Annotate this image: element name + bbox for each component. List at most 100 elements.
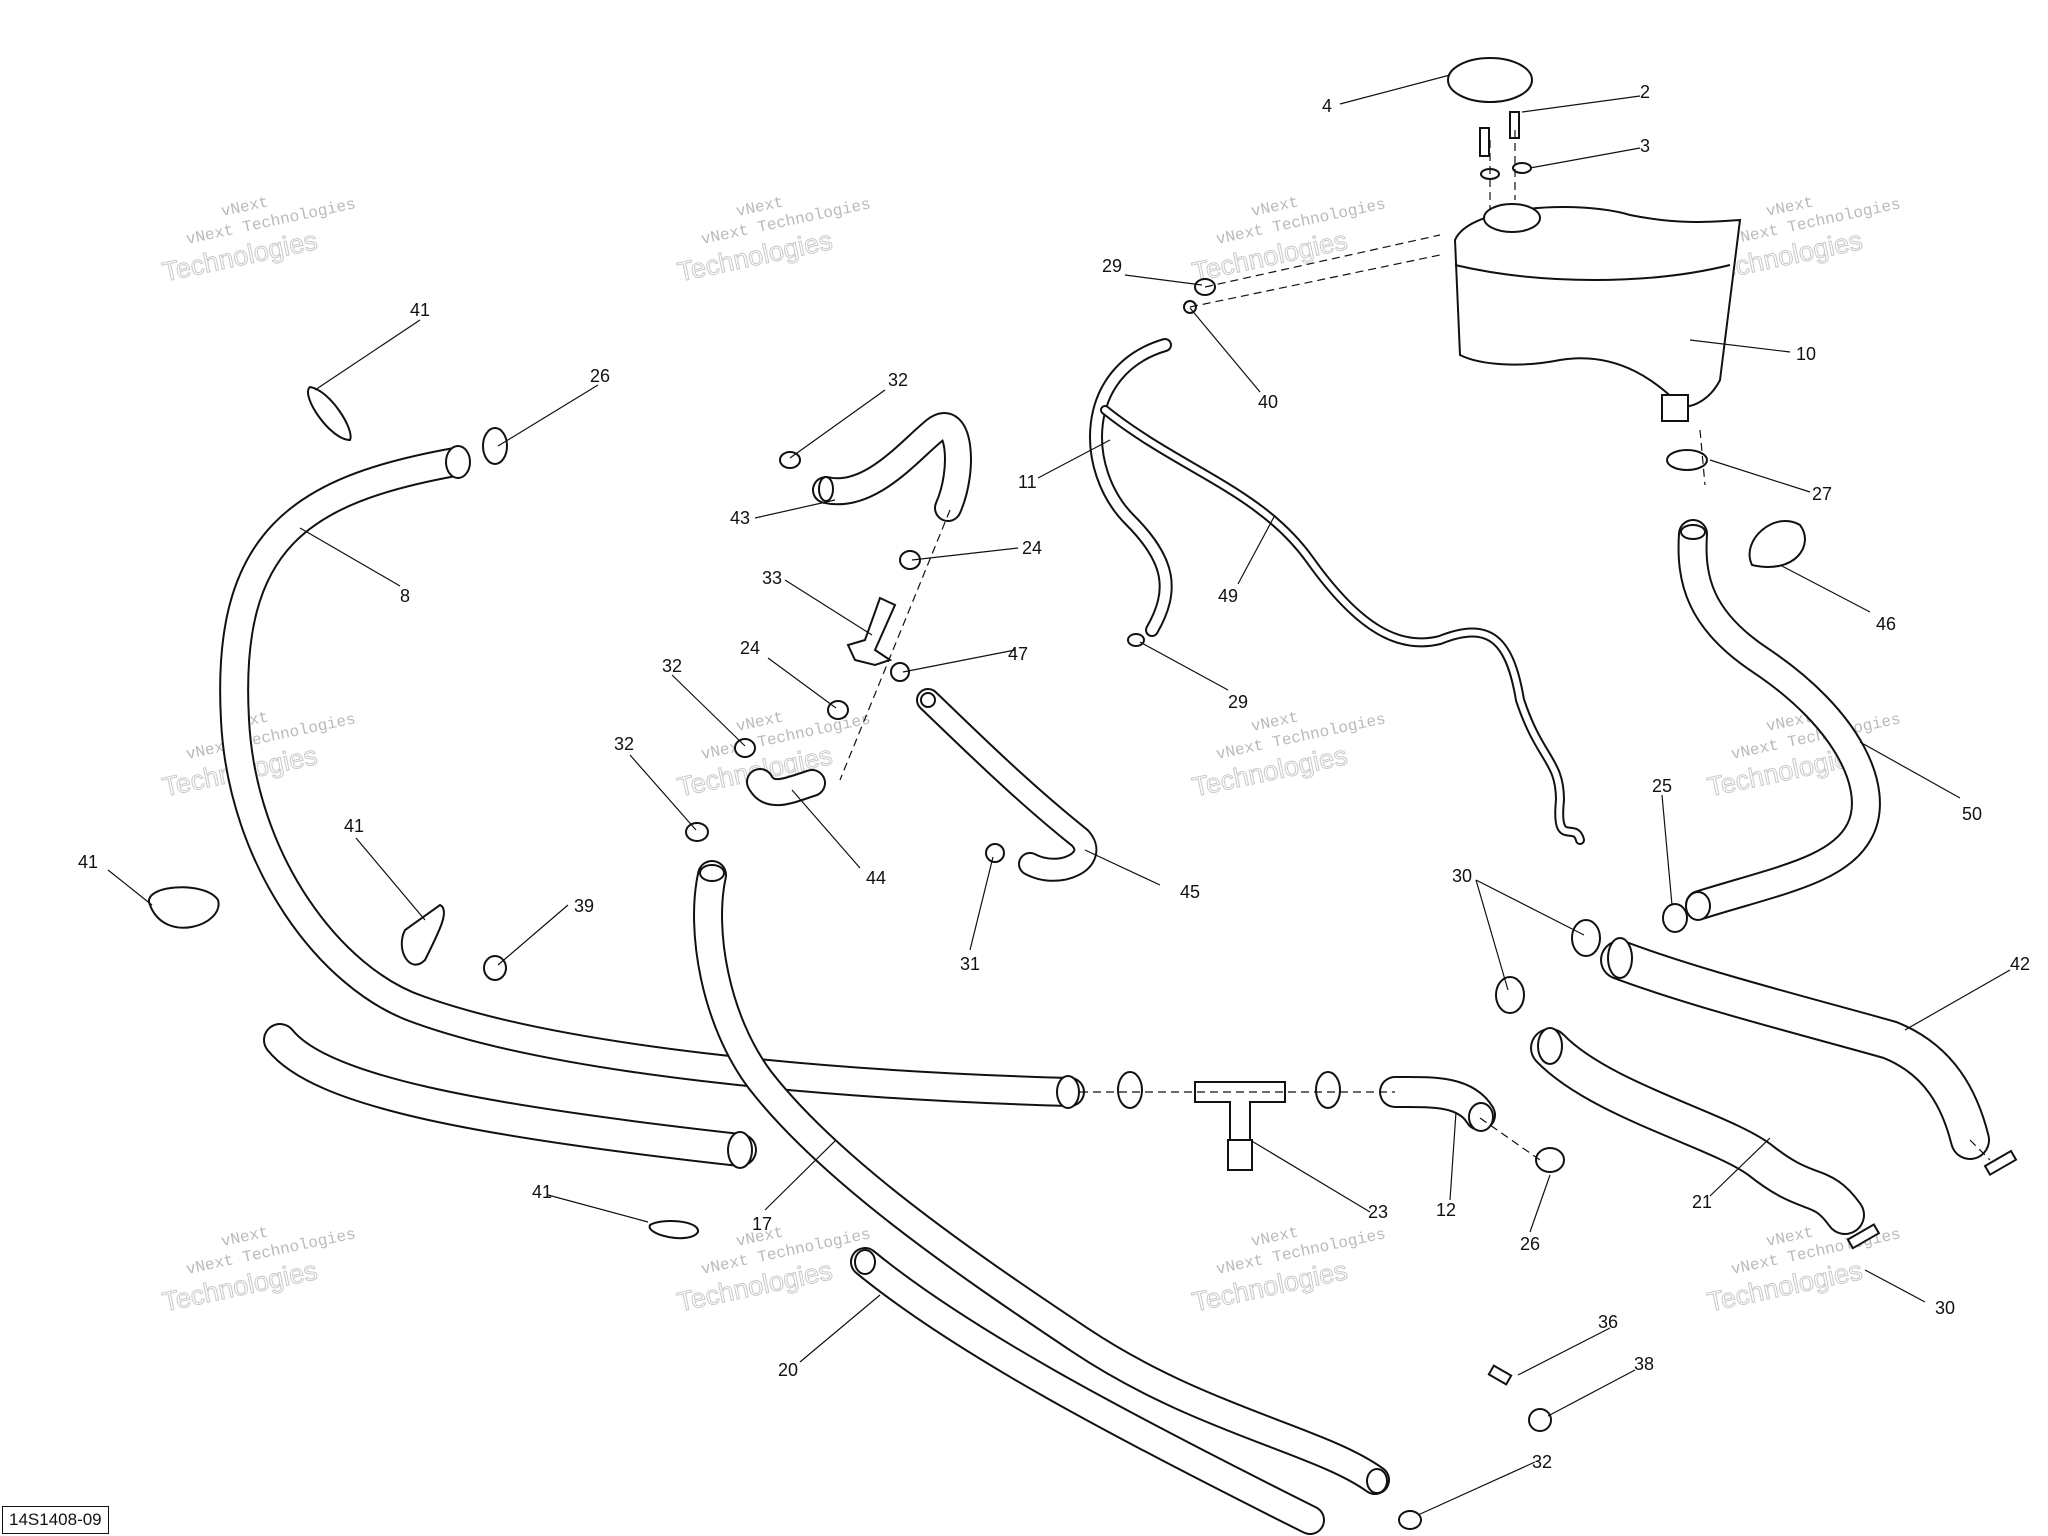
callout-41b: 41: [344, 816, 364, 836]
callout-11: 11: [1018, 472, 1037, 492]
hose-49: [1100, 405, 1585, 845]
clamp-26: [482, 427, 508, 465]
callout-32c: 32: [614, 734, 634, 754]
clamp-32: [734, 738, 756, 758]
callout-20: 20: [778, 1360, 798, 1380]
clamp-41: [307, 385, 352, 442]
callout-17: 17: [752, 1214, 772, 1234]
hose-11: [1089, 338, 1173, 637]
clamp-41: [400, 903, 445, 966]
callout-32: 32: [888, 370, 908, 390]
clamp-31: [985, 843, 1005, 863]
fitting: [1983, 1149, 2018, 1177]
hose-43: [812, 412, 972, 522]
hose-8: [219, 445, 1085, 1109]
callout-10: 10: [1796, 344, 1816, 364]
callout-30: 30: [1452, 866, 1472, 886]
callout-46: 46: [1876, 614, 1896, 634]
hose-21: [1530, 1027, 1865, 1235]
callout-41d: 41: [532, 1182, 552, 1202]
callout-41c: 41: [78, 852, 98, 872]
callout-32d: 32: [1532, 1452, 1552, 1472]
callout-8: 8: [400, 586, 410, 606]
callout-23: 23: [1368, 1202, 1388, 1222]
callout-49: 49: [1218, 586, 1238, 606]
hose-17: [693, 860, 1390, 1495]
clamp-30: [1571, 919, 1601, 957]
clamp-32: [779, 451, 801, 469]
watermark: Technologies vNext Technologies vNext: [159, 193, 357, 287]
callout-2: 2: [1640, 82, 1650, 102]
callout-43: 43: [730, 508, 750, 528]
nut-38: [1528, 1408, 1552, 1432]
callout-30b: 30: [1935, 1298, 1955, 1318]
callouts: 2 3 4 10 29 40 11 49 27 46 50 41 26 8 32…: [78, 82, 2030, 1472]
clamp-47: [890, 662, 910, 682]
callout-45: 45: [1180, 882, 1200, 902]
plug-39: [483, 955, 507, 981]
callout-44: 44: [866, 868, 886, 888]
callout-38: 38: [1634, 1354, 1654, 1374]
clamp-24: [899, 550, 921, 570]
hose-44: [746, 768, 826, 807]
callout-24: 24: [1022, 538, 1042, 558]
callout-36: 36: [1598, 1312, 1618, 1332]
leaders: [107, 74, 2011, 1516]
callout-12: 12: [1436, 1200, 1456, 1220]
watermark: Technologies vNext Technologies vNext: [674, 193, 872, 287]
callout-27: 27: [1812, 484, 1832, 504]
callout-29: 29: [1102, 256, 1122, 276]
watermark: Technologies vNext Technologies vNext: [1189, 708, 1387, 802]
y-connector: [846, 596, 897, 667]
sensor-36: [1487, 1364, 1513, 1386]
clamp-25: [1662, 903, 1688, 933]
diagram-id-label: 14S1408-09: [2, 1506, 109, 1534]
callout-50: 50: [1962, 804, 1982, 824]
hose-45: [916, 688, 1098, 882]
callout-4: 4: [1322, 96, 1332, 116]
clamp-26: [1535, 1147, 1565, 1173]
parts: [148, 57, 2018, 1530]
clamp-32: [685, 822, 709, 842]
callout-41: 41: [410, 300, 430, 320]
callout-3: 3: [1640, 136, 1650, 156]
watermark: Technologies vNext Technologies vNext: [1704, 1223, 1902, 1317]
hoses: [219, 338, 1990, 1535]
hose-50: [1677, 519, 1881, 921]
t-connector: [1194, 1081, 1286, 1141]
assembly-lines: [839, 130, 1991, 1161]
watermark: Technologies vNext Technologies vNext: [159, 1223, 357, 1317]
clamp-32: [1398, 1510, 1422, 1530]
hose-12: [1379, 1075, 1496, 1132]
fitting-30: [1846, 1223, 1881, 1250]
callout-32b: 32: [662, 656, 682, 676]
washer: [1512, 162, 1532, 174]
tank-neck: [1483, 203, 1541, 233]
callout-39: 39: [574, 896, 594, 916]
callout-31: 31: [960, 954, 980, 974]
callout-40: 40: [1258, 392, 1278, 412]
clamp-41: [148, 886, 220, 929]
clamp-41: [648, 1220, 699, 1240]
callout-26: 26: [590, 366, 610, 386]
callout-24b: 24: [740, 638, 760, 658]
callout-21: 21: [1692, 1192, 1712, 1212]
clamp: [1315, 1071, 1341, 1109]
callout-42: 42: [2010, 954, 2030, 974]
callout-47: 47: [1008, 644, 1028, 664]
clamp-29: [1127, 633, 1145, 647]
clamp-27: [1666, 449, 1708, 471]
callout-29b: 29: [1228, 692, 1248, 712]
watermark: Technologies vNext Technologies vNext: [1189, 1223, 1387, 1317]
clamp-46: [1748, 519, 1806, 568]
coolant-tank: [1453, 206, 1742, 408]
clamp-30: [1495, 976, 1525, 1014]
callout-33: 33: [762, 568, 782, 588]
clamp: [1117, 1071, 1143, 1109]
callout-25: 25: [1652, 776, 1672, 796]
hose-20: [263, 1023, 757, 1169]
hose-20-lower: [850, 1247, 1325, 1535]
bolt: [1479, 127, 1490, 157]
pressure-cap: [1447, 57, 1533, 103]
